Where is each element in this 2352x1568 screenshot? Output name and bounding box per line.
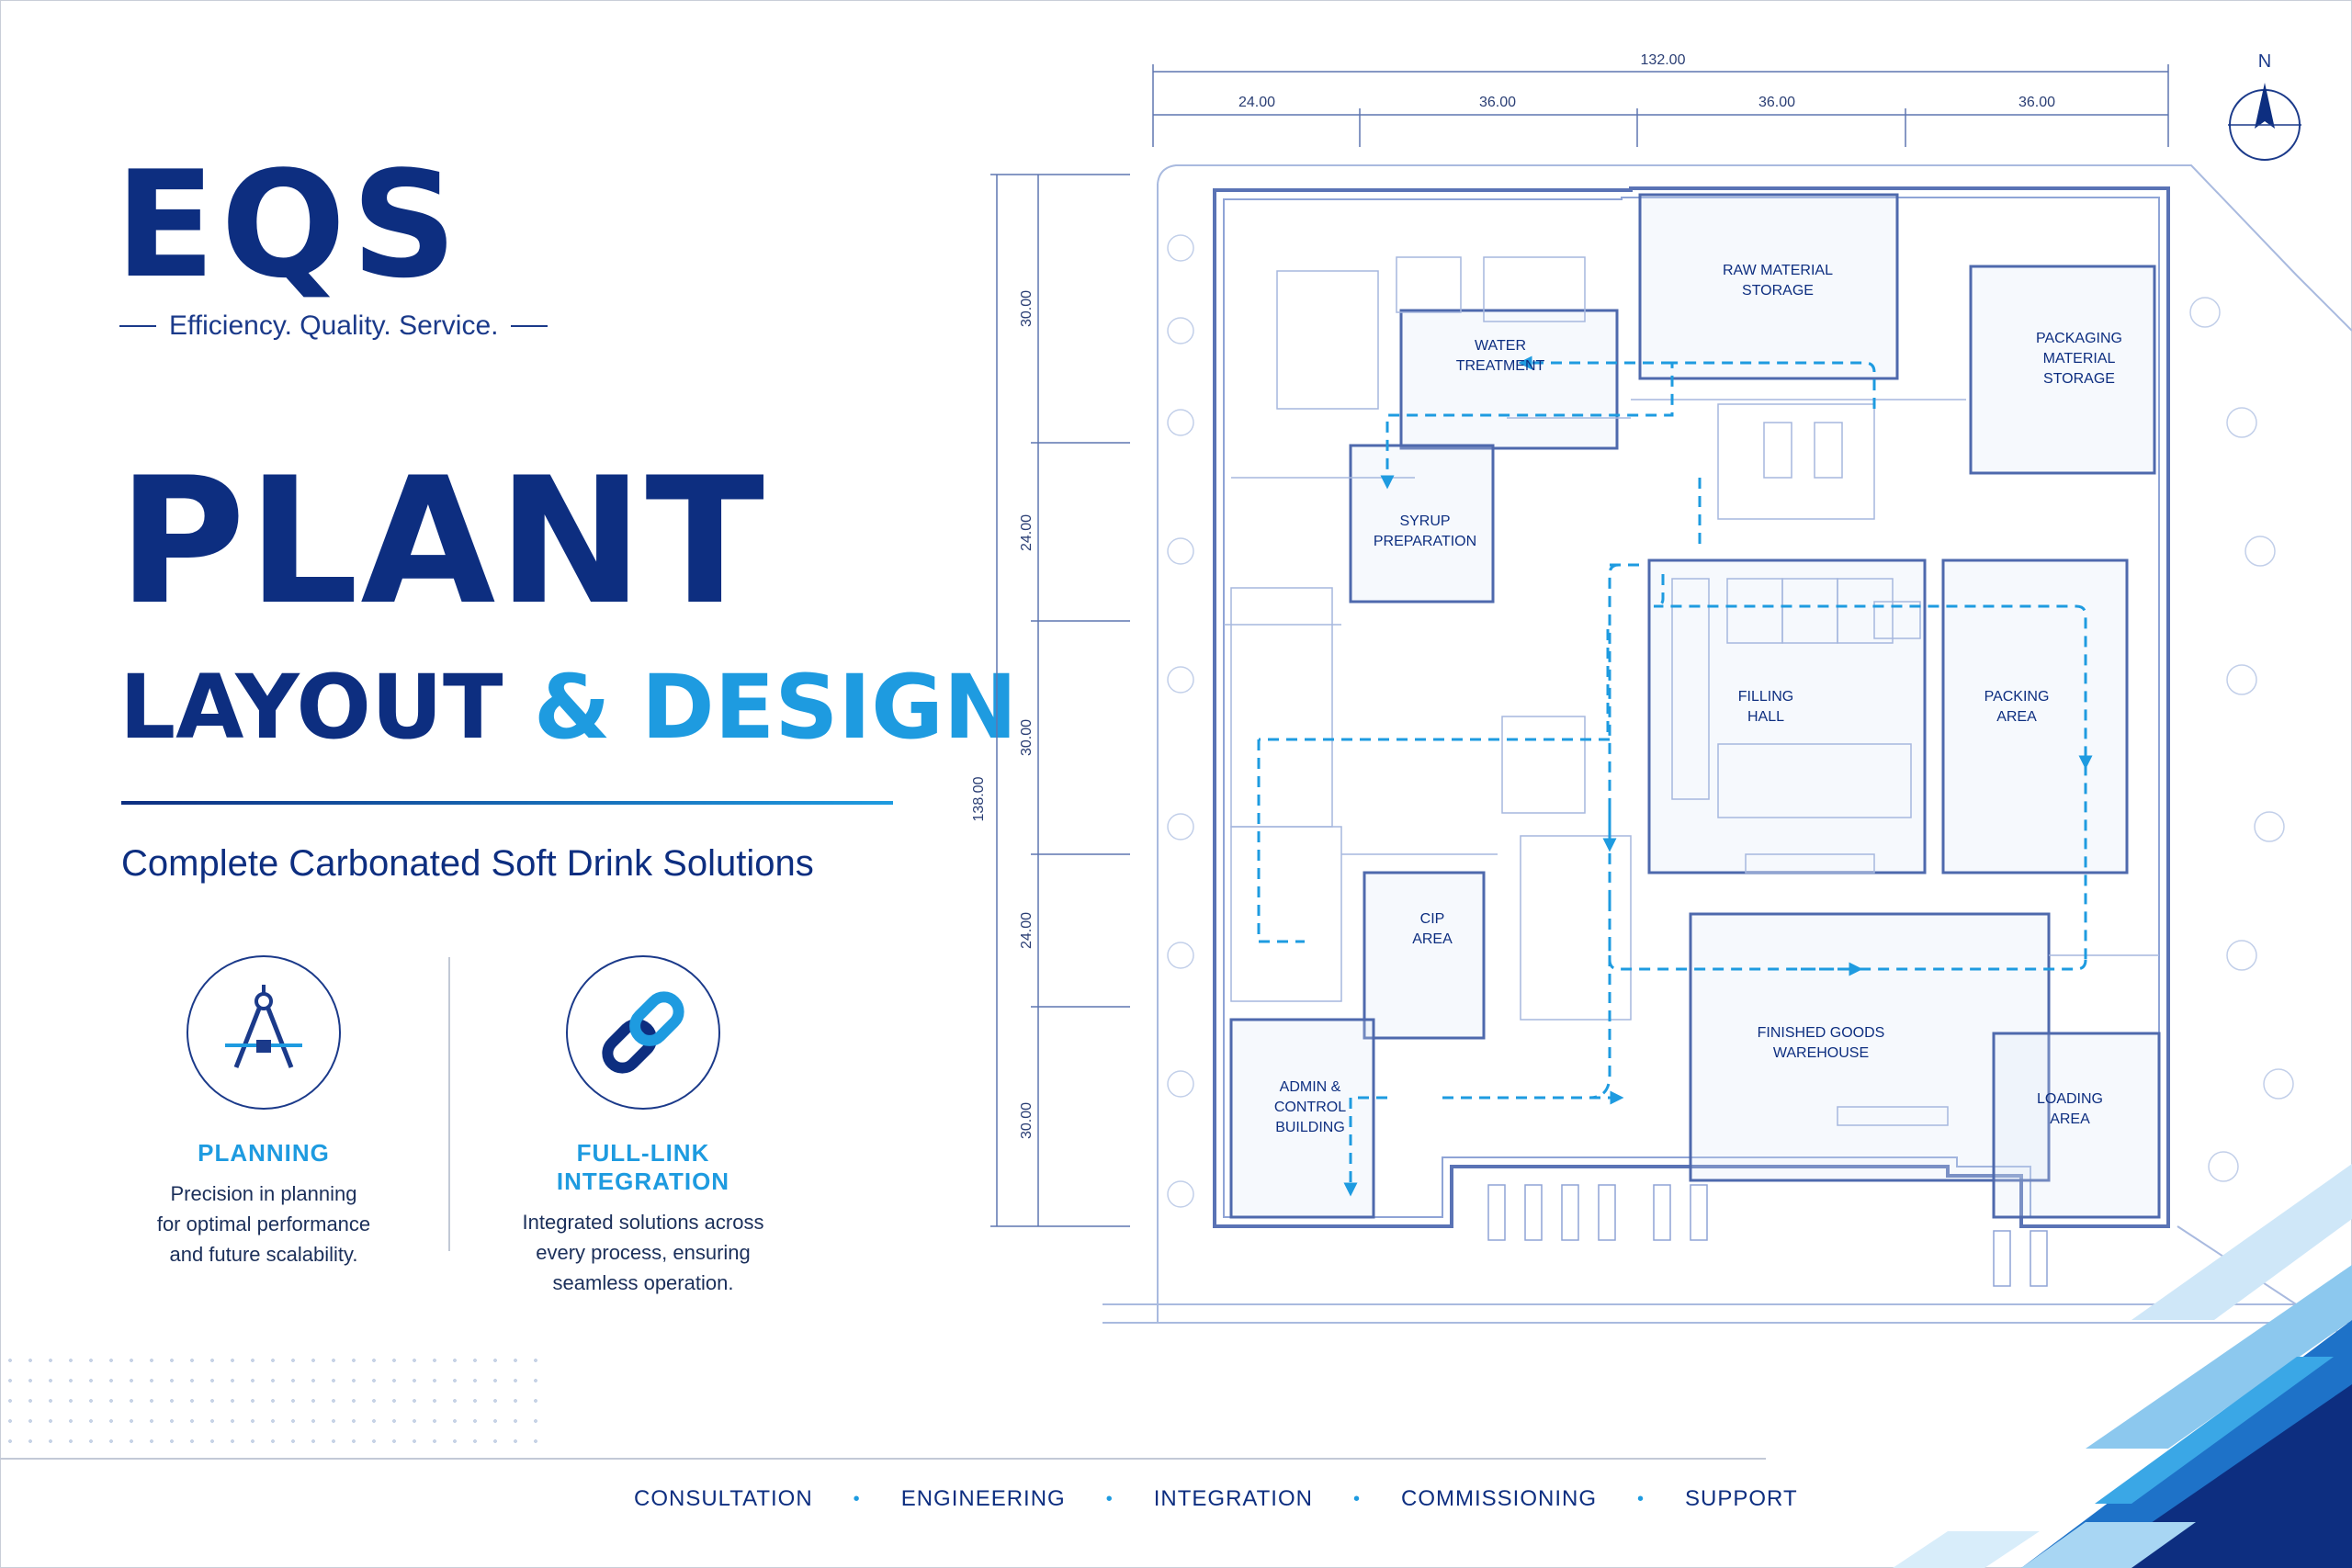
landscape-trees (1167, 234, 2294, 1208)
room-label-admin-2: CONTROL (1274, 1100, 1346, 1115)
service-support: SUPPORT (1685, 1486, 1798, 1511)
subtitle: Complete Carbonated Soft Drink Solutions (121, 843, 814, 884)
room-label-filling-2: HALL (1747, 709, 1784, 725)
service-separator: • (1352, 1488, 1361, 1509)
room-label-loading-2: AREA (2050, 1111, 2090, 1127)
service-separator: • (1105, 1488, 1114, 1509)
dim-top-2: 36.00 (1758, 95, 1795, 110)
dim-top-0: 24.00 (1238, 95, 1275, 110)
feature-planning-desc: Precision in planning for optimal perfor… (156, 1182, 371, 1266)
room-label-cip-2: AREA (1412, 931, 1453, 947)
feature-planning: PLANNING Precision in planning for optim… (107, 955, 420, 1269)
feature-planning-title: PLANNING (198, 1139, 330, 1167)
dim-left-1: 24.00 (1019, 514, 1035, 551)
dimension-labels-left: 138.00 30.00 24.00 30.00 24.00 30.00 (971, 290, 1035, 1139)
service-separator: • (853, 1488, 861, 1509)
room-label-cip-1: CIP (1420, 911, 1445, 927)
eqs-logo: EQS (115, 152, 593, 299)
headline-layout-design: LAYOUT & DESIGN (119, 657, 1017, 758)
headline-rule (121, 801, 893, 805)
headline-design: & DESIGN (533, 656, 1018, 759)
room-label-loading-1: LOADING (2037, 1091, 2103, 1107)
room-label-raw-2: STORAGE (1742, 283, 1814, 299)
room-label-packaging-3: STORAGE (2043, 371, 2115, 387)
room-outlines (1229, 193, 2161, 1219)
feature-integration-title: FULL-LINK INTEGRATION (556, 1139, 730, 1195)
room-label-water-2: TREATMENT (1456, 358, 1545, 374)
room-label-syrup-2: PREPARATION (1374, 534, 1476, 549)
room-label-admin-1: ADMIN & (1280, 1079, 1341, 1095)
dim-left-3: 24.00 (1019, 912, 1035, 949)
room-label-packaging-2: MATERIAL (2043, 351, 2116, 367)
loading-docks (1487, 1184, 2048, 1287)
chain-link-icon (602, 991, 684, 1074)
dim-top-3: 36.00 (2018, 95, 2055, 110)
dim-left-0: 30.00 (1019, 290, 1035, 327)
tagline-dash-left (119, 325, 156, 327)
feature-integration-desc: Integrated solutions across every proces… (522, 1211, 764, 1294)
north-arrow-icon: N (2228, 51, 2301, 161)
service-separator: • (1637, 1488, 1645, 1509)
room-labels: RAW MATERIAL STORAGE WATER TREATMENT PAC… (1274, 263, 2122, 1135)
room-label-packing-2: AREA (1996, 709, 2037, 725)
room-label-filling-1: FILLING (1738, 689, 1793, 705)
dim-top-1: 36.00 (1479, 95, 1516, 110)
tagline-dash-right (511, 325, 548, 327)
feature-planning-circle (187, 955, 341, 1110)
room-label-packing-1: PACKING (1984, 689, 2050, 705)
dim-left-4: 30.00 (1019, 1102, 1035, 1139)
room-label-finished-2: WAREHOUSE (1773, 1045, 1869, 1061)
service-integration: INTEGRATION (1153, 1486, 1313, 1511)
room-label-finished-1: FINISHED GOODS (1758, 1025, 1885, 1041)
bottom-rule (0, 1458, 1766, 1460)
dimension-lines-top (1152, 64, 2169, 147)
feature-separator (448, 957, 450, 1251)
tagline-text: Efficiency. Quality. Service. (169, 310, 499, 341)
tagline: Efficiency. Quality. Service. (119, 310, 597, 342)
feature-integration: FULL-LINK INTEGRATION Integrated solutio… (487, 955, 799, 1298)
interior-details (1224, 256, 2159, 1126)
service-consultation: CONSULTATION (634, 1486, 813, 1511)
feature-integration-circle (566, 955, 720, 1110)
dim-left-2: 30.00 (1019, 719, 1035, 756)
headline-layout: LAYOUT (119, 656, 503, 759)
room-label-admin-3: BUILDING (1275, 1120, 1345, 1135)
site-boundary (1102, 164, 2352, 1342)
process-flow (1257, 355, 2093, 1197)
building-walls (1213, 186, 2170, 1228)
floor-plan: 132.00 24.00 36.00 36.00 36.00 138.00 30… (971, 51, 2352, 1342)
dim-left-total: 138.00 (971, 776, 987, 821)
services-bar: CONSULTATION • ENGINEERING • INTEGRATION… (634, 1486, 1798, 1512)
room-label-raw-1: RAW MATERIAL (1723, 263, 1833, 278)
room-label-water-1: WATER (1475, 338, 1526, 354)
service-commissioning: COMMISSIONING (1400, 1486, 1597, 1511)
service-engineering: ENGINEERING (900, 1486, 1066, 1511)
corner-stripes (1893, 1164, 2352, 1568)
room-label-syrup-1: SYRUP (1399, 513, 1450, 529)
logo-text: EQS (115, 139, 463, 310)
compass-icon (225, 985, 302, 1068)
dot-pattern (0, 1350, 551, 1451)
headline-plant: PLANT (118, 440, 766, 643)
dim-top-total: 132.00 (1641, 52, 1686, 68)
dimension-labels-top: 132.00 24.00 36.00 36.00 36.00 (1238, 52, 2055, 110)
north-label: N (2258, 51, 2271, 72)
dimension-lines-left (990, 174, 1130, 1227)
room-label-packaging-1: PACKAGING (2036, 331, 2122, 346)
